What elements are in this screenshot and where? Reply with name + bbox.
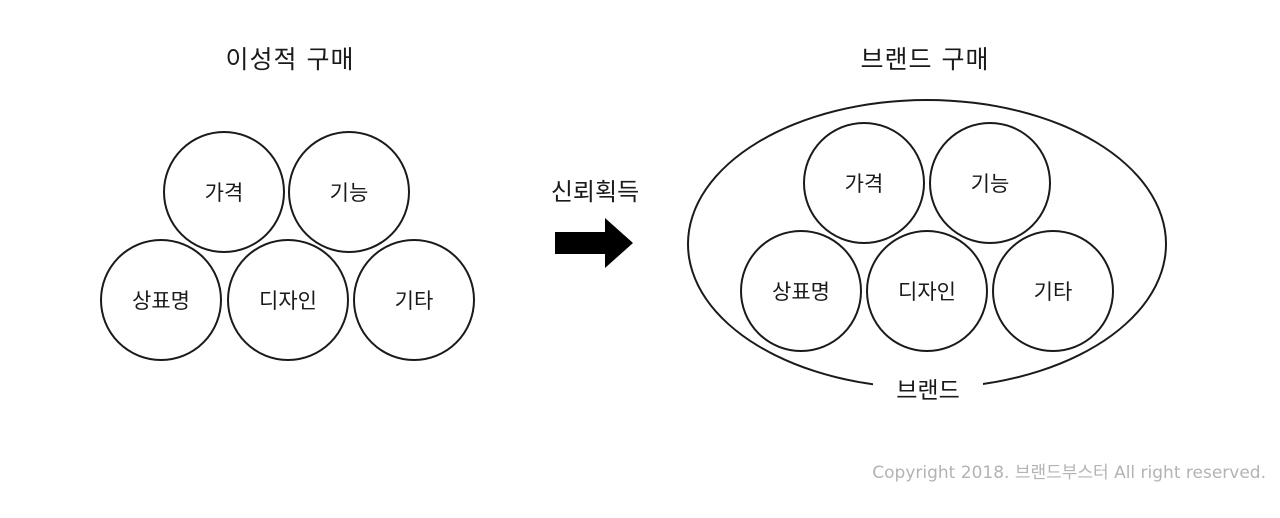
left-circle-etc: 기타 bbox=[353, 239, 475, 361]
trust-gain-label: 신뢰획득 bbox=[550, 178, 640, 206]
left-circle-function-label: 기능 bbox=[329, 181, 369, 205]
right-circle-design-label: 디자인 bbox=[898, 280, 956, 304]
brand-container-label: 브랜드 bbox=[873, 372, 983, 410]
left-circle-price-label: 가격 bbox=[204, 181, 244, 205]
rational-purchase-title: 이성적 구매 bbox=[225, 45, 355, 74]
left-circle-etc-label: 기타 bbox=[394, 289, 434, 313]
left-circle-trademark-label: 상표명 bbox=[132, 289, 190, 313]
right-arrow-icon bbox=[555, 218, 633, 268]
left-circle-price: 가격 bbox=[163, 131, 285, 253]
left-circle-design: 디자인 bbox=[227, 239, 349, 361]
right-circle-price-label: 가격 bbox=[844, 172, 884, 196]
left-circle-function: 기능 bbox=[288, 131, 410, 253]
copyright-text: Copyright 2018. 브랜드부스터 All right reserve… bbox=[872, 463, 1266, 483]
brand-purchase-title: 브랜드 구매 bbox=[860, 45, 990, 74]
right-circle-etc-label: 기타 bbox=[1033, 280, 1073, 304]
right-circle-function-label: 기능 bbox=[970, 172, 1010, 196]
right-circle-function: 기능 bbox=[929, 122, 1051, 244]
right-circle-etc: 기타 bbox=[992, 230, 1114, 352]
right-circle-design: 디자인 bbox=[866, 230, 988, 352]
right-circle-trademark: 상표명 bbox=[740, 230, 862, 352]
right-circle-trademark-label: 상표명 bbox=[772, 280, 830, 304]
right-circle-price: 가격 bbox=[803, 122, 925, 244]
left-circle-design-label: 디자인 bbox=[259, 289, 317, 313]
left-circle-trademark: 상표명 bbox=[100, 239, 222, 361]
